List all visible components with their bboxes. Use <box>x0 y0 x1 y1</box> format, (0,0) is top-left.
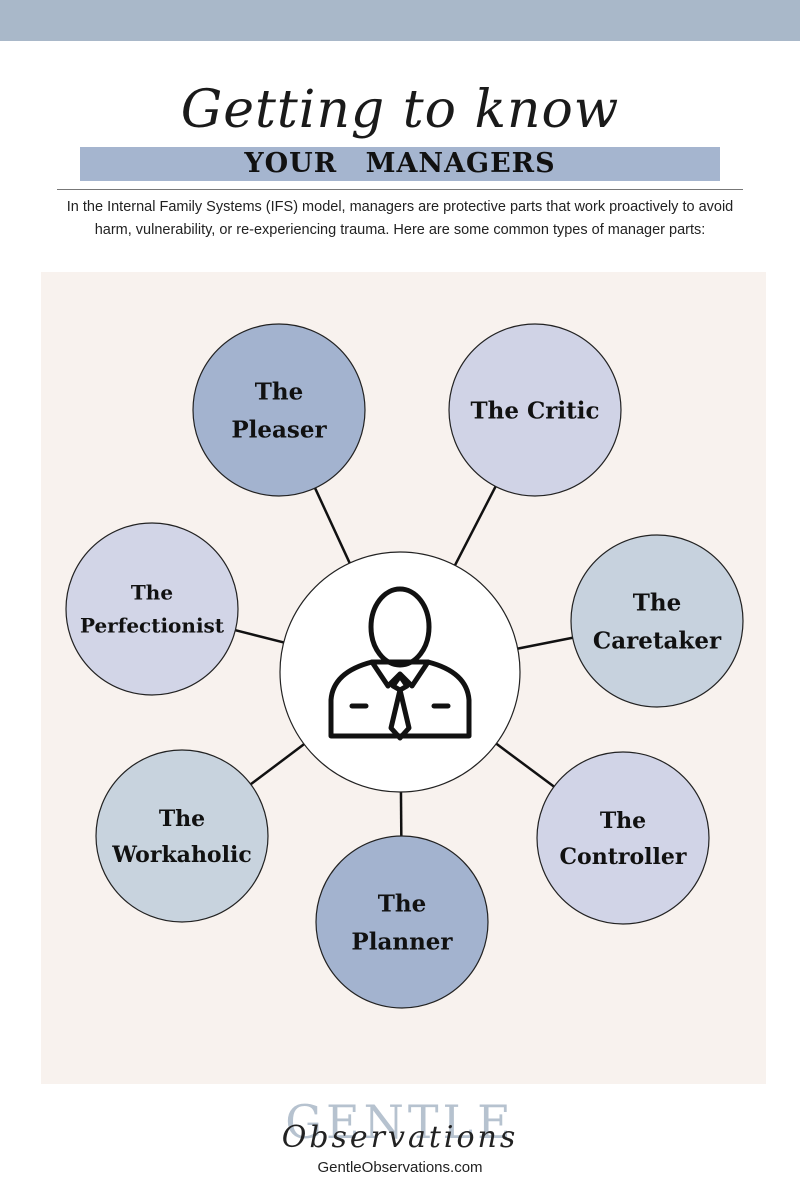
node-label: The <box>600 808 646 834</box>
manager-node: The Critic <box>448 323 622 497</box>
node-circle <box>570 534 744 708</box>
page-subtitle: YOUR MANAGERS <box>244 148 556 179</box>
node-label: Caretaker <box>593 627 722 654</box>
logo-script: Observations <box>281 1120 519 1155</box>
connector-line <box>249 743 305 786</box>
connector-line <box>517 636 573 650</box>
node-label: Pleaser <box>231 416 327 443</box>
node-label: Controller <box>560 844 687 870</box>
center-hub <box>279 551 521 793</box>
node-label: The <box>255 378 303 405</box>
intro-text: In the Internal Family Systems (IFS) mod… <box>66 199 734 238</box>
person-with-tie-icon <box>328 586 472 741</box>
node-label: The <box>633 589 681 616</box>
website-link[interactable]: GentleObservations.com <box>317 1159 483 1176</box>
connector-line <box>453 485 497 566</box>
top-band <box>0 0 800 41</box>
node-circle <box>315 835 489 1009</box>
node-label: The <box>159 806 205 832</box>
node-label: The <box>131 581 173 605</box>
node-label: The <box>378 890 426 917</box>
script-title: Getting to know <box>180 80 620 140</box>
connector-line <box>235 628 285 644</box>
node-circle <box>65 522 239 696</box>
connectors <box>235 485 573 837</box>
node-circle <box>95 749 269 923</box>
node-label: Planner <box>351 928 453 955</box>
node-circle <box>448 323 622 497</box>
node-label: Workaholic <box>111 842 251 868</box>
connector-line <box>313 487 351 564</box>
logo-wordmark: GENTLE <box>285 1095 515 1149</box>
divider <box>57 189 743 190</box>
node-circle <box>192 323 366 497</box>
subtitle-band <box>80 147 720 181</box>
node-circle <box>536 751 710 925</box>
connector-line <box>495 742 555 788</box>
node-label: The Critic <box>470 397 599 424</box>
node-label: Perfectionist <box>80 614 225 638</box>
